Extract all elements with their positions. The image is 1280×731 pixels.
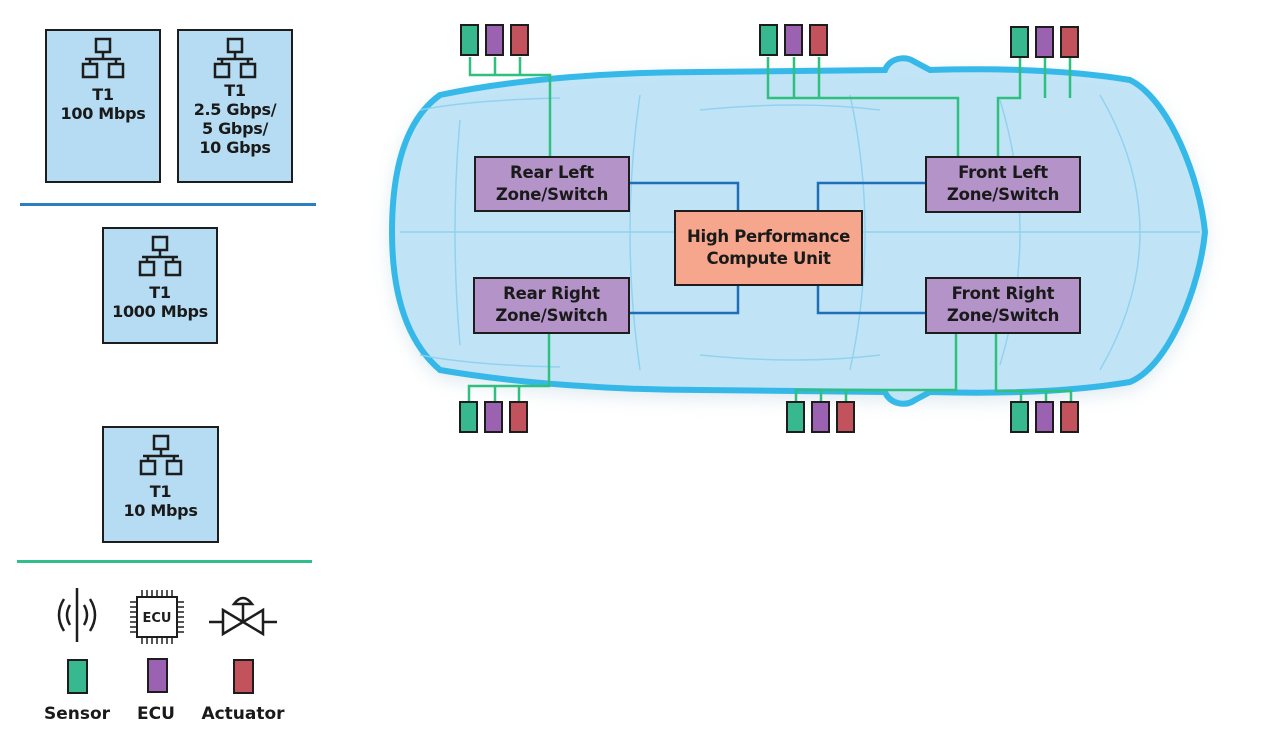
sensor-wireless-icon bbox=[57, 588, 97, 642]
device-ecu-front-right-bottom bbox=[1035, 401, 1054, 433]
valve-actuator-icon bbox=[209, 596, 277, 637]
speed-box-t1-1000: T1 1000 Mbps bbox=[102, 227, 218, 344]
edge-links bbox=[467, 57, 1073, 401]
zone-label-line1: Front Left bbox=[958, 163, 1048, 182]
zone-label-line2: Zone/Switch bbox=[946, 306, 1060, 325]
zone-rear-right: Rear Right Zone/Switch bbox=[473, 277, 630, 334]
legend-swatch-sensor bbox=[67, 659, 88, 694]
device-actuator-center-bottom bbox=[836, 401, 855, 433]
device-actuator-front-left-top bbox=[1060, 26, 1079, 58]
device-sensor-front-left-top bbox=[1010, 26, 1029, 58]
zone-rear-left: Rear Left Zone/Switch bbox=[474, 156, 630, 212]
ecu-chip-text: ECU bbox=[143, 611, 172, 626]
zone-label-line1: Rear Left bbox=[510, 163, 594, 182]
legend-swatch-actuator bbox=[233, 659, 254, 694]
device-actuator-rear-right-bottom bbox=[509, 401, 528, 433]
backbone-links bbox=[630, 181, 925, 315]
divider-green bbox=[17, 560, 312, 563]
speed-label: T1 1000 Mbps bbox=[112, 283, 208, 321]
device-sensor-rear-left-top bbox=[460, 24, 479, 56]
zone-front-left: Front Left Zone/Switch bbox=[925, 156, 1081, 213]
zone-label-line1: Rear Right bbox=[503, 284, 600, 303]
speed-label: T1 10 Mbps bbox=[123, 482, 198, 520]
device-sensor-center-top bbox=[759, 24, 778, 56]
device-ecu-rear-right-bottom bbox=[484, 401, 503, 433]
speed-label: T1 100 Mbps bbox=[60, 85, 146, 123]
zone-label-line2: Zone/Switch bbox=[946, 185, 1060, 204]
legend-swatch-ecu bbox=[147, 658, 168, 693]
network-icon bbox=[81, 37, 125, 79]
speed-box-t1-10: T1 10 Mbps bbox=[102, 426, 219, 543]
high-performance-compute-unit: High Performance Compute Unit bbox=[674, 210, 863, 286]
zone-front-right: Front Right Zone/Switch bbox=[925, 277, 1081, 334]
legend-label-sensor: Sensor bbox=[43, 704, 111, 724]
device-ecu-front-left-top bbox=[1035, 26, 1054, 58]
network-icon bbox=[213, 37, 257, 79]
device-sensor-center-bottom bbox=[786, 401, 805, 433]
zone-label-line1: Front Right bbox=[951, 284, 1055, 303]
device-ecu-rear-left-top bbox=[485, 24, 504, 56]
speed-box-t1-multi-gig: T1 2.5 Gbps/ 5 Gbps/ 10 Gbps bbox=[177, 29, 293, 183]
legend-label-actuator: Actuator bbox=[201, 704, 285, 724]
network-icon bbox=[139, 434, 182, 476]
zone-label-line2: Zone/Switch bbox=[495, 185, 609, 204]
speed-label: T1 2.5 Gbps/ 5 Gbps/ 10 Gbps bbox=[193, 81, 277, 157]
device-sensor-rear-right-bottom bbox=[459, 401, 478, 433]
speed-box-t1-100: T1 100 Mbps bbox=[45, 29, 161, 183]
hpc-label-line1: High Performance bbox=[686, 227, 851, 246]
device-sensor-front-right-bottom bbox=[1010, 401, 1029, 433]
hpc-label-line2: Compute Unit bbox=[706, 249, 831, 268]
device-actuator-center-top bbox=[809, 24, 828, 56]
network-icon bbox=[138, 235, 182, 277]
device-actuator-front-right-bottom bbox=[1060, 401, 1079, 433]
ecu-chip-icon: ECU bbox=[130, 590, 184, 644]
device-ecu-center-bottom bbox=[811, 401, 830, 433]
device-actuator-rear-left-top bbox=[510, 24, 529, 56]
zone-label-line2: Zone/Switch bbox=[495, 306, 608, 325]
device-ecu-center-top bbox=[784, 24, 803, 56]
legend-label-ecu: ECU bbox=[137, 704, 175, 724]
divider-blue bbox=[20, 203, 316, 206]
